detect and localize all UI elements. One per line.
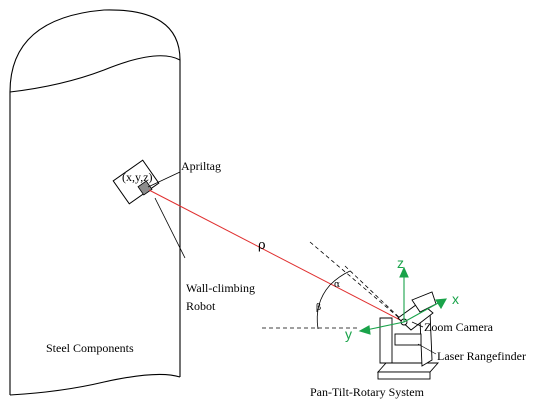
laser-leader bbox=[417, 343, 437, 355]
zoom-camera-leader bbox=[411, 321, 424, 328]
coordinate-axes bbox=[358, 266, 447, 335]
coordinates-label: (x,y,z) bbox=[122, 170, 153, 184]
alpha-label: α bbox=[334, 280, 340, 290]
wall-robot-label-line1: Wall-climbing bbox=[186, 281, 255, 295]
elevation-reference bbox=[309, 241, 405, 323]
x-axis-label: x bbox=[452, 291, 459, 307]
robot-leader bbox=[154, 197, 186, 259]
wall-robot-label-line2: Robot bbox=[186, 299, 216, 313]
beam-projection bbox=[344, 265, 405, 323]
steel-bottom-arc bbox=[9, 373, 181, 396]
apriltag-leader bbox=[147, 171, 181, 188]
steel-front-arc bbox=[9, 55, 181, 93]
rho-label: ρ bbox=[258, 238, 266, 253]
laser-rangefinder-body bbox=[394, 333, 422, 346]
zoom-camera-label: Zoom Camera bbox=[424, 320, 494, 334]
y-axis bbox=[365, 321, 405, 331]
x-axis bbox=[403, 301, 441, 323]
z-axis-label: z bbox=[397, 255, 404, 271]
ptr-left-arm bbox=[379, 317, 393, 364]
angle-arc-beta bbox=[316, 284, 331, 330]
beta-label: β bbox=[316, 303, 321, 313]
x-axis-arrowhead bbox=[435, 298, 447, 310]
ptr-base bbox=[376, 362, 440, 373]
z-axis-arrowhead bbox=[399, 266, 409, 278]
y-axis-arrowhead bbox=[358, 325, 371, 335]
pan-tilt-rotary-system bbox=[376, 291, 440, 380]
steel-top-arc bbox=[9, 9, 181, 93]
laser-beam bbox=[148, 189, 405, 323]
pan-tilt-rotary-label: Pan-Tilt-Rotary System bbox=[310, 385, 425, 399]
wall-climbing-robot bbox=[112, 159, 160, 205]
steel-component bbox=[9, 9, 181, 396]
ptr-base-front bbox=[377, 371, 431, 380]
steel-components-label: Steel Components bbox=[46, 341, 134, 355]
angle-references bbox=[262, 241, 405, 329]
apriltag-marker bbox=[137, 180, 153, 196]
angle-arc-alpha bbox=[329, 270, 351, 286]
apriltag-label: Apriltag bbox=[181, 159, 221, 173]
y-axis-label: y bbox=[345, 326, 352, 342]
laser-rangefinder-label: Laser Rangefinder bbox=[437, 349, 526, 363]
